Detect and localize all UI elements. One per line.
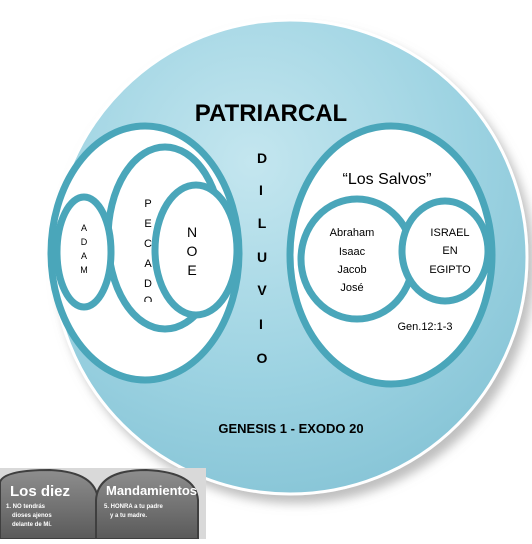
adam-label: A D A M [80,223,88,275]
noe-letter: N [187,224,197,240]
tablet-left-line: 1. NO tendrás [6,504,46,510]
noe-label: N O E [187,224,198,278]
pecado-letter: D [144,278,152,290]
genesis-reference: Gen.12:1-3 [397,321,452,333]
commandments-tablets-image: Los diez Mandamientos 1. NO tendrás dios… [0,468,206,540]
israel-line: ISRAEL [430,227,469,239]
tablet-left-line: delante de Mí. [12,522,52,528]
tablet-right-line: y a tu madre. [110,513,147,519]
diagram-title: PATRIARCAL [195,100,347,127]
diluvio-letter: I [259,316,263,332]
diluvio-letter: I [259,182,263,198]
noe-letter: E [187,262,196,278]
pecado-letter: C [144,238,152,250]
patriarchs-list: Abraham Isaac Jacob José [330,227,375,294]
diluvio-letter: U [257,249,267,265]
diluvio-letter: D [257,150,267,166]
pecado-letter: A [144,258,152,270]
diluvio-letter: L [258,215,267,231]
patriarch-name: José [340,282,363,294]
noe-ellipse [151,181,241,319]
israel-ellipse [398,197,492,305]
diluvio-label: D I L U V I O [257,150,268,366]
adam-letter: M [80,265,88,275]
diluvio-letter: V [257,282,267,298]
israel-egipto-label: ISRAEL EN EGIPTO [429,227,471,276]
tablet-right-title: Mandamientos [106,483,197,498]
patriarchs-ellipse [297,195,417,323]
israel-line: EGIPTO [429,264,471,276]
noe-letter: O [187,243,198,259]
pecado-letter: O [144,295,153,307]
tablet-left-line: dioses ajenos [12,513,52,519]
patriarch-name: Isaac [339,246,366,258]
patriarch-name: Abraham [330,227,375,239]
adam-ellipse [53,193,115,311]
israel-line: EN [442,245,457,257]
adam-letter: D [81,237,88,247]
patriarch-name: Jacob [337,264,366,276]
right-tablet [95,468,199,540]
los-salvos-heading: “Los Salvos” [343,171,432,188]
diagram-footer: GENESIS 1 - EXODO 20 [218,421,363,436]
adam-letter: A [81,251,87,261]
pecado-letter: P [144,198,151,210]
diluvio-letter: O [257,350,268,366]
adam-letter: A [81,223,87,233]
tablet-left-title: Los diez [10,483,70,500]
pecado-label: P E C A D O [144,198,153,307]
tablet-right-line: 5. HONRA a tu padre [104,504,163,510]
pecado-letter: E [144,218,151,230]
